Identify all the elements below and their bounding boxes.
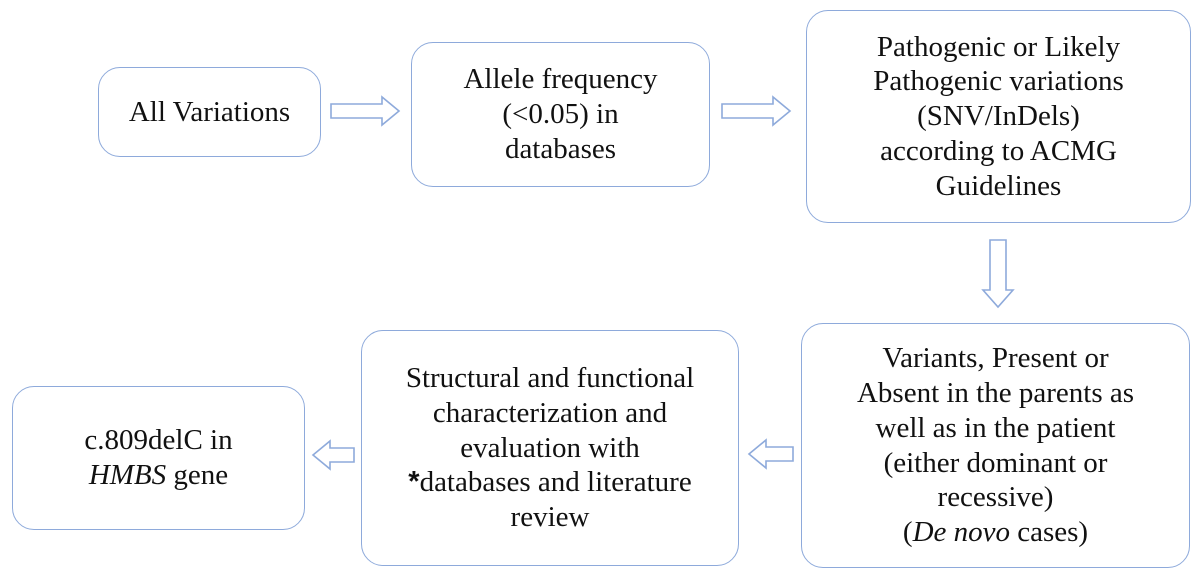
arrow-right-icon [330,95,401,127]
variants-line-4: (either dominant or [883,446,1108,479]
allele-frequency-line-3: databases [504,132,617,165]
all-variations-box: All Variations [98,67,321,157]
gene-suffix: gene [166,459,229,491]
pathogenic-line-4: according to ACMG [880,134,1117,167]
arrow-left-icon [311,439,355,471]
structural-line-2: characterization and [432,396,668,429]
structural-line-5: review [510,501,590,534]
asterisk-marker: * [408,466,420,499]
result-line-2: HMBS gene [89,458,228,493]
structural-functional-box: Structural and functional characterizati… [361,330,739,566]
arrow-left-icon [747,438,794,470]
variants-parents-box: Variants, Present or Absent in the paren… [801,323,1190,568]
pathogenic-line-5: Guidelines [935,169,1062,202]
structural-line-3: evaluation with [460,431,640,464]
arrow-right-icon [721,95,792,127]
pathogenic-variations-box: Pathogenic or Likely Pathogenic variatio… [806,10,1191,223]
structural-line-1: Structural and functional [405,362,695,394]
de-novo-italic: De novo [912,516,1010,549]
variants-line-1: Variants, Present or [882,342,1109,375]
allele-frequency-box: Allele frequency (<0.05) in databases [411,42,710,187]
gene-name-italic: HMBS [88,459,167,491]
structural-line-4-text: databases and literature [419,466,692,499]
pathogenic-line-1: Pathogenic or Likely [876,30,1121,63]
variants-line-5: recessive) [937,481,1054,514]
allele-frequency-line-2: (<0.05) in [502,98,619,131]
pathogenic-line-2: Pathogenic variations [873,65,1124,98]
allele-frequency-line-1: Allele frequency [463,63,658,96]
all-variations-label: All Variations [128,95,291,128]
de-novo-rest: cases) [1010,516,1089,549]
arrow-down-icon [981,239,1015,309]
pathogenic-line-3: (SNV/InDels) [917,100,1080,133]
result-box: c.809delC in HMBS gene [12,386,305,530]
result-line-1: c.809delC in [84,424,233,457]
variants-line-3: well as in the patient [875,411,1116,444]
structural-line-4: *databases and literature [408,465,691,500]
variants-line-2: Absent in the parents as [856,376,1135,409]
de-novo-line: (De novo cases) [902,516,1089,549]
